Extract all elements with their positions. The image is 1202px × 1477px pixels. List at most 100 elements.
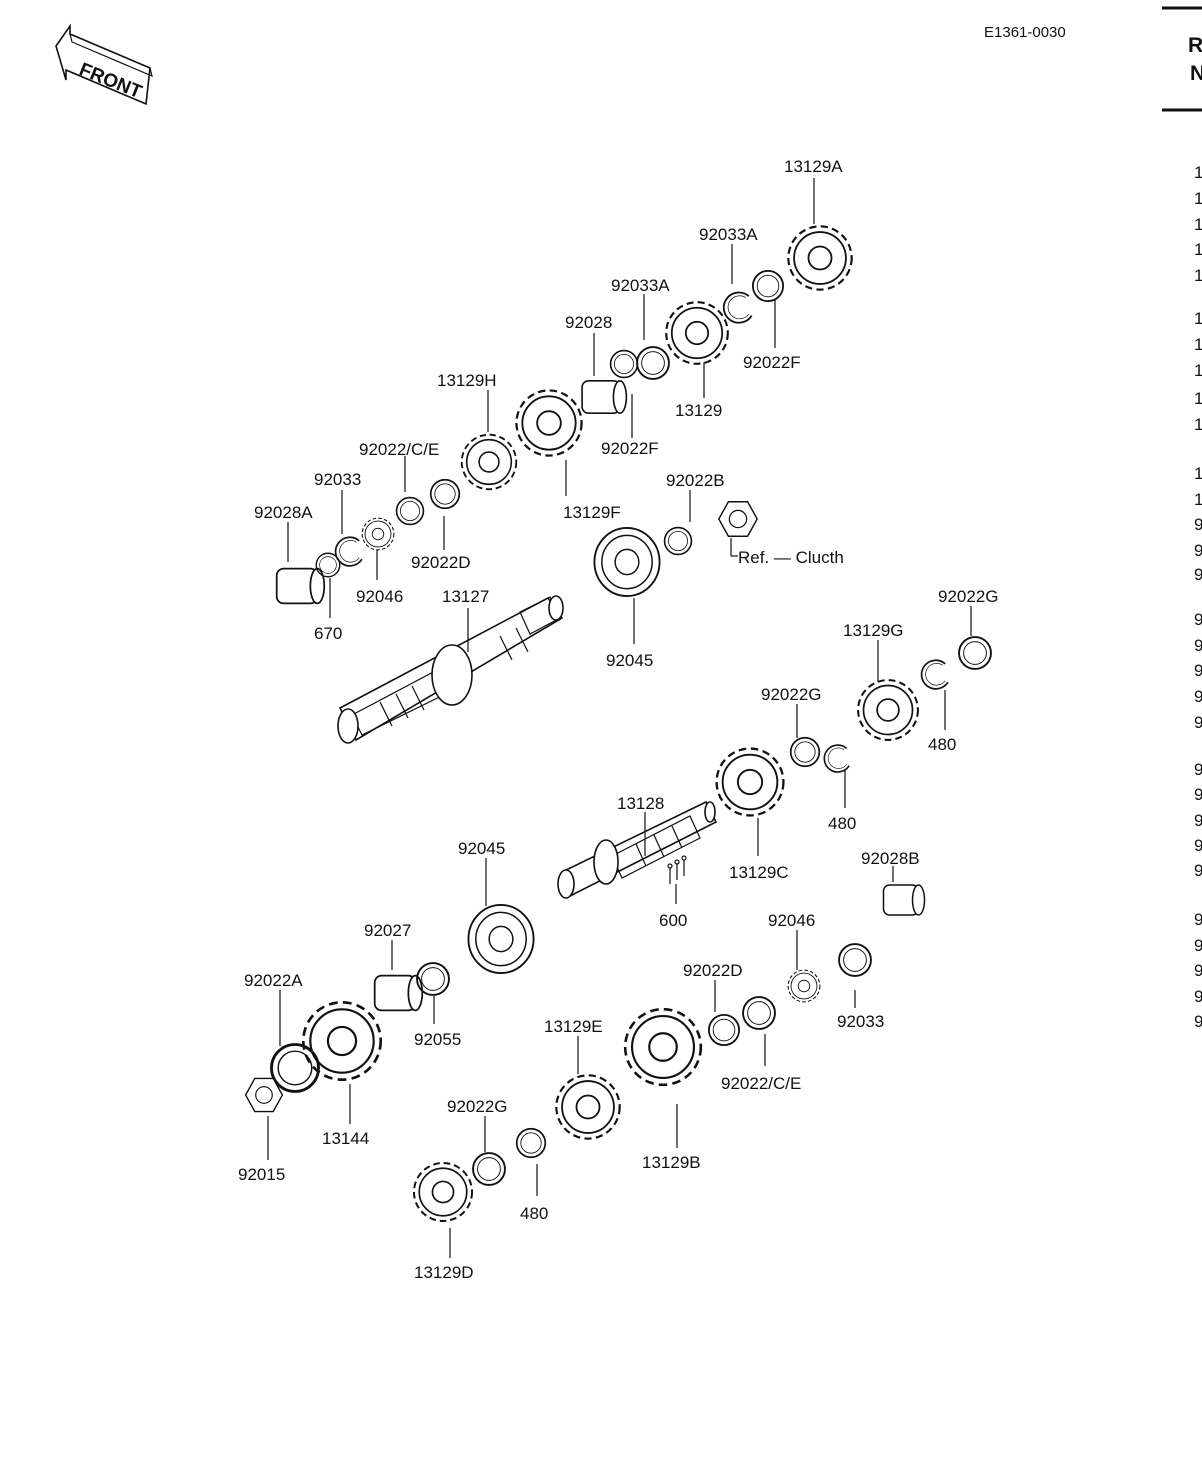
label-13128: 13128 xyxy=(617,794,664,813)
part-92027 xyxy=(373,974,424,1012)
part-13129F xyxy=(515,389,583,457)
part-92046-lower xyxy=(787,969,821,1003)
label-92055: 92055 xyxy=(414,1030,461,1049)
part-92022F-upper xyxy=(751,269,785,303)
label-13129C: 13129C xyxy=(729,863,789,882)
label-13129: 13129 xyxy=(675,401,722,420)
part-13129G xyxy=(857,679,919,741)
label-92022-ce-lower: 92022/C/E xyxy=(721,1074,801,1093)
edge-index-digit: 1 xyxy=(1194,361,1202,380)
label-92046-lower: 92046 xyxy=(768,911,815,930)
edge-index-digit: 9 xyxy=(1194,861,1202,880)
diagram-code: E1361-0030 xyxy=(984,24,1066,41)
part-92022B xyxy=(663,526,693,556)
label-13129B: 13129B xyxy=(642,1153,701,1172)
edge-index-digit: 1 xyxy=(1194,490,1202,509)
edge-index-digit: 9 xyxy=(1194,687,1202,706)
edge-index-digit: 9 xyxy=(1194,987,1202,1006)
label-13129F: 13129F xyxy=(563,503,621,522)
part-92028A xyxy=(275,567,326,605)
edge-index-digit: 9 xyxy=(1194,636,1202,655)
lower-leader-lines xyxy=(267,606,972,1258)
label-92028A: 92028A xyxy=(254,503,313,522)
edge-index-digit: 9 xyxy=(1194,936,1202,955)
part-13129E xyxy=(555,1074,621,1140)
label-92033A-upper: 92033A xyxy=(699,225,758,244)
part-92033-lower xyxy=(837,942,873,978)
edge-index-digit: 9 xyxy=(1194,910,1202,929)
edge-index-digit: 1 xyxy=(1194,335,1202,354)
label-92027: 92027 xyxy=(364,921,411,940)
edge-index-digit: 9 xyxy=(1194,811,1202,830)
label-13144: 13144 xyxy=(322,1129,369,1148)
label-92046-upper: 92046 xyxy=(356,587,403,606)
label-92022G-lower: 92022G xyxy=(447,1097,508,1116)
edge-index-digit: 9 xyxy=(1194,961,1202,980)
label-13129D: 13129D xyxy=(414,1263,474,1282)
part-13129 xyxy=(665,301,729,365)
part-92045-lower xyxy=(467,903,535,975)
part-92033A-upper xyxy=(722,291,753,324)
edge-index-digit: 1 xyxy=(1194,189,1202,208)
part-92028B xyxy=(882,884,926,916)
edge-index-digit: 9 xyxy=(1194,541,1202,560)
front-arrow-icon: FRONT xyxy=(55,23,153,106)
edge-index-digit: 9 xyxy=(1194,836,1202,855)
label-600: 600 xyxy=(659,911,687,930)
part-92022G-lower xyxy=(471,1151,507,1187)
part-92046 xyxy=(361,517,395,551)
label-92022A: 92022A xyxy=(244,971,303,990)
label-92033-upper: 92033 xyxy=(314,470,361,489)
part-13129D xyxy=(412,1161,474,1223)
part-480-upper-right xyxy=(920,659,949,690)
edge-index-digit: 9 xyxy=(1194,661,1202,680)
label-480-mid: 480 xyxy=(828,814,856,833)
part-92028 xyxy=(581,379,628,415)
edge-index-digit: 9 xyxy=(1194,610,1202,629)
label-92022G-mid: 92022G xyxy=(761,685,822,704)
edge-index-digit: 9 xyxy=(1194,760,1202,779)
label-92022D-lower: 92022D xyxy=(683,961,743,980)
edge-index-digit: 1 xyxy=(1194,215,1202,234)
part-92022G-upper-right xyxy=(957,635,993,671)
edge-header-2: N xyxy=(1190,62,1202,85)
label-92045-lower: 92045 xyxy=(458,839,505,858)
edge-index-digit: 9 xyxy=(1194,515,1202,534)
clutch-nut-ref xyxy=(718,501,758,538)
label-92028B: 92028B xyxy=(861,849,920,868)
part-92033A-lower xyxy=(635,345,671,381)
part-92022-ce-upper xyxy=(395,496,425,526)
part-92022G-mid xyxy=(789,736,821,768)
part-480-lower xyxy=(515,1127,547,1159)
label-92033-lower: 92033 xyxy=(837,1012,884,1031)
part-92055 xyxy=(415,961,451,997)
label-480-lower: 480 xyxy=(520,1204,548,1223)
label-13129A: 13129A xyxy=(784,157,843,176)
part-92033 xyxy=(334,536,363,567)
label-670: 670 xyxy=(314,624,342,643)
part-13129C xyxy=(715,747,785,817)
edge-index-digit: 9 xyxy=(1194,713,1202,732)
label-13127: 13127 xyxy=(442,587,489,606)
edge-index-digit: 1 xyxy=(1194,266,1202,285)
label-92022F-upper: 92022F xyxy=(743,353,801,372)
label-480-upper-right: 480 xyxy=(928,735,956,754)
edge-index-digit: 9 xyxy=(1194,565,1202,584)
edge-index-digit: 1 xyxy=(1194,389,1202,408)
edge-index-digit: 1 xyxy=(1194,464,1202,483)
shaft-13128 xyxy=(557,800,718,899)
label-13129H: 13129H xyxy=(437,371,497,390)
label-92015: 92015 xyxy=(238,1165,285,1184)
label-13129E: 13129E xyxy=(544,1017,603,1036)
edge-index-digit: 1 xyxy=(1194,309,1202,328)
part-600 xyxy=(667,855,687,884)
part-13129H xyxy=(460,433,518,491)
part-92045-upper xyxy=(593,526,661,598)
part-480-mid xyxy=(823,744,851,773)
part-13129A xyxy=(787,225,853,291)
part-13144 xyxy=(301,1000,383,1082)
part-13129B xyxy=(623,1007,703,1087)
label-ref-clutch: Ref. — Clucth xyxy=(738,548,844,567)
